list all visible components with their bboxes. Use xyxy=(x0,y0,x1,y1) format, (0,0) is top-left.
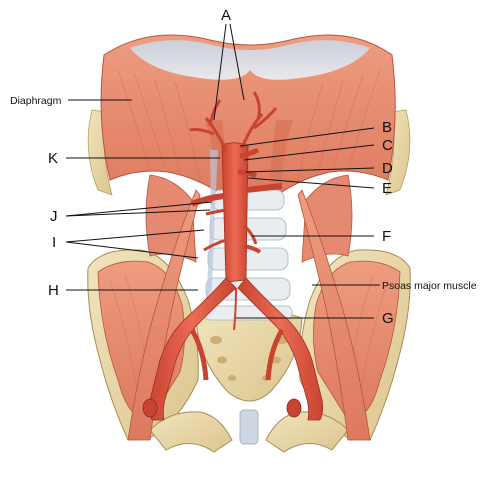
leader-lines xyxy=(65,23,380,319)
leader-I2 xyxy=(65,241,199,259)
label-I: I xyxy=(52,234,56,251)
labels: A B C D E F G H I J K Diaphragm Psoas ma… xyxy=(10,7,477,327)
abdominal-aorta xyxy=(142,91,324,421)
label-A: A xyxy=(221,7,231,24)
label-H: H xyxy=(48,282,59,299)
diaphragm-muscle xyxy=(87,34,411,201)
leader-J1 xyxy=(65,201,213,217)
label-K: K xyxy=(48,150,58,167)
leader-B xyxy=(239,127,375,147)
label-E: E xyxy=(382,180,392,197)
leader-J2 xyxy=(65,209,211,217)
leader-I1 xyxy=(65,229,205,243)
label-B: B xyxy=(382,119,392,136)
label-C: C xyxy=(382,137,393,154)
label-psoas: Psoas major muscle xyxy=(382,280,477,292)
label-J: J xyxy=(50,208,58,225)
ivc-vessel xyxy=(206,150,218,300)
label-diaphragm: Diaphragm xyxy=(10,95,62,107)
label-F: F xyxy=(382,228,391,245)
leader-A2 xyxy=(229,23,245,101)
leader-D xyxy=(245,167,375,173)
leader-A1 xyxy=(213,23,227,121)
leader-C xyxy=(243,144,375,161)
label-G: G xyxy=(382,310,394,327)
label-D: D xyxy=(382,160,393,177)
posterior-abdominal-muscles xyxy=(127,174,371,441)
leader-E xyxy=(247,177,375,189)
